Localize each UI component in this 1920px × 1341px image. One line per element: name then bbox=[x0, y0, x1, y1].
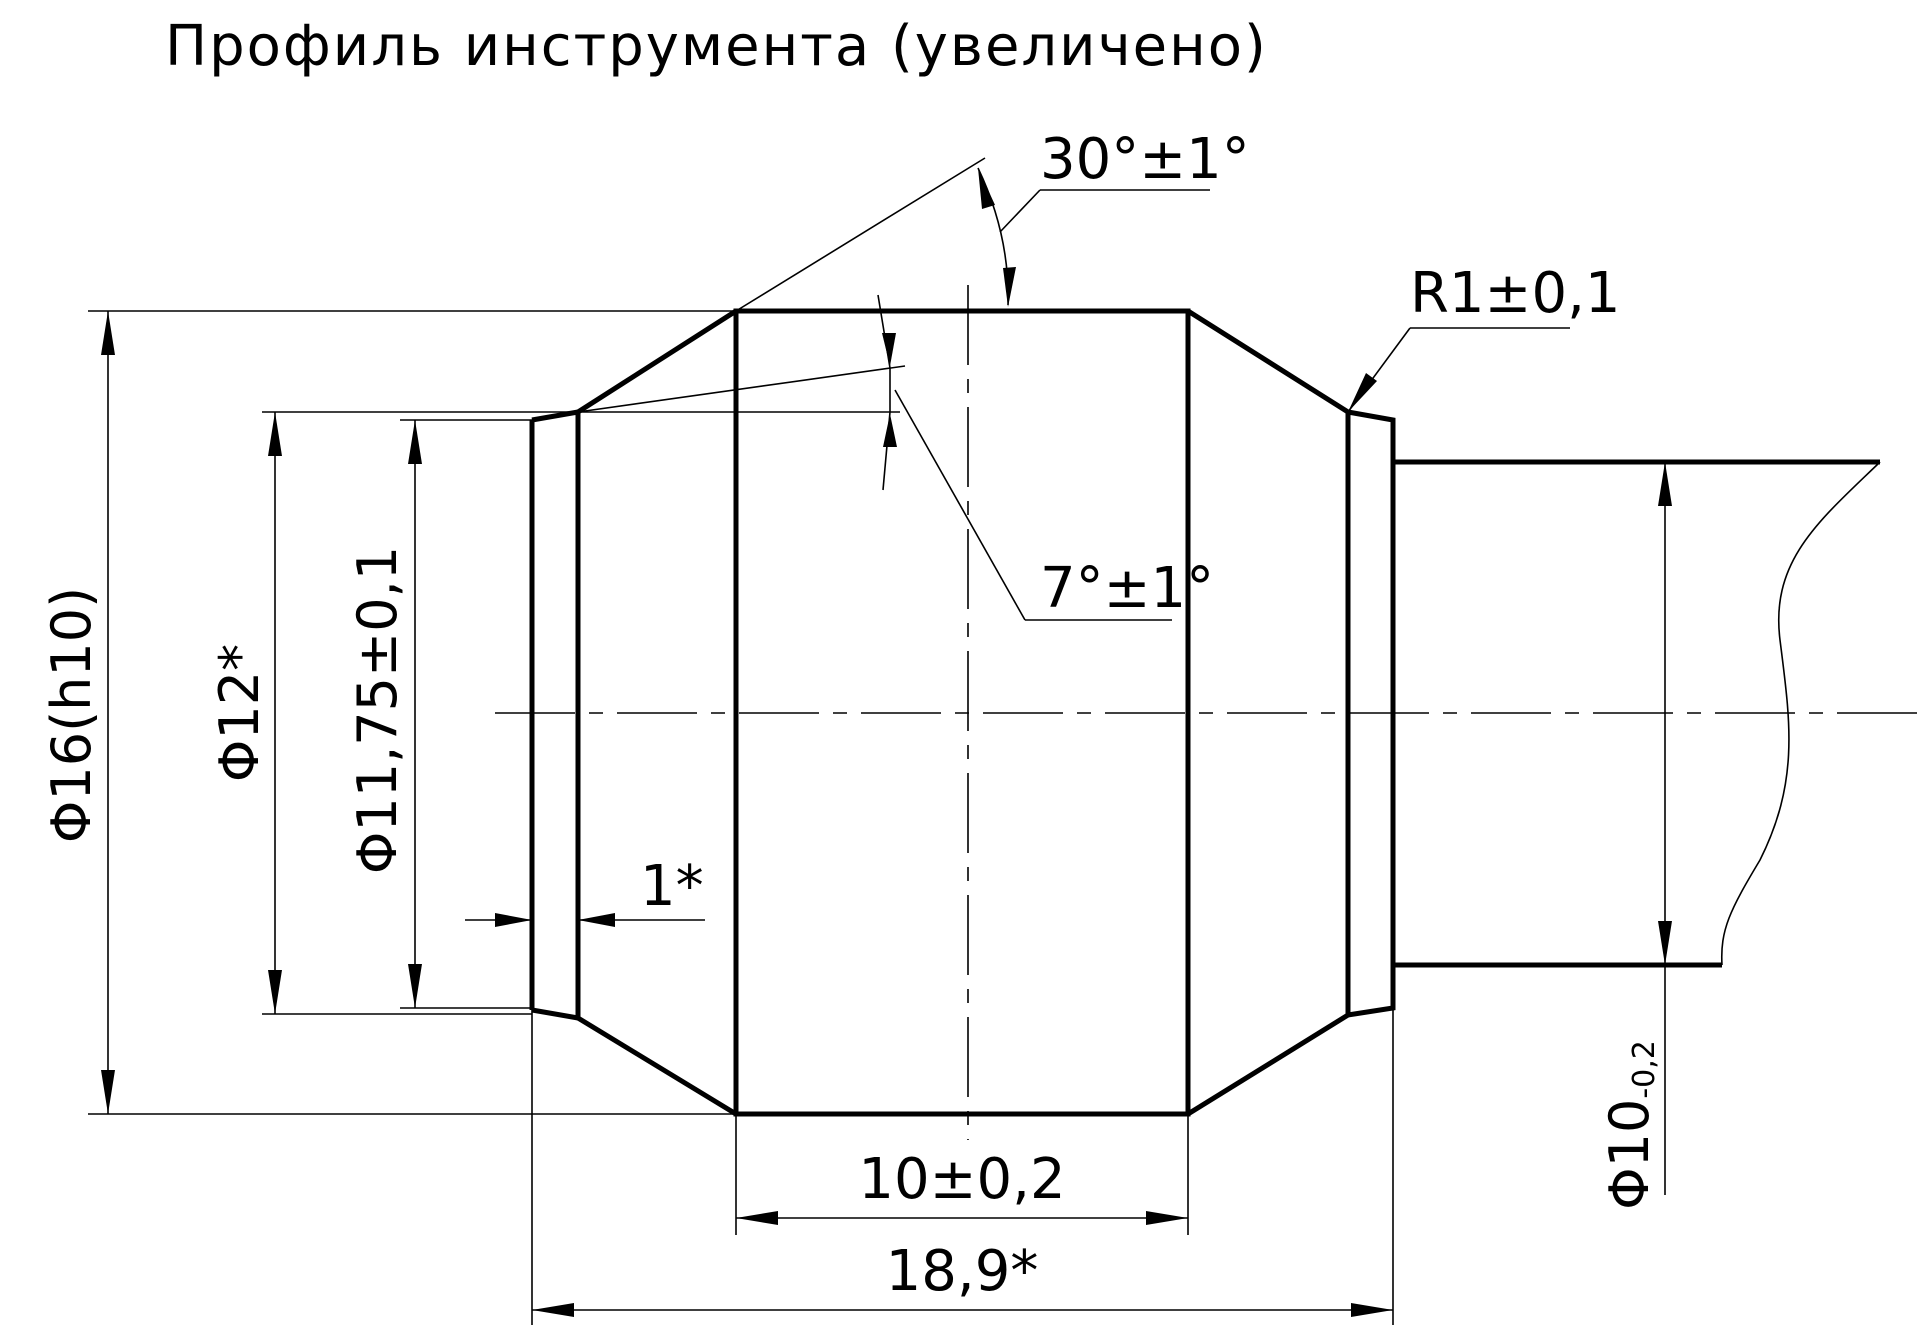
dim-radius: R1±0,1 bbox=[1347, 261, 1621, 413]
dim-angle-7-label: 7°±1° bbox=[1040, 556, 1214, 621]
dim-width-1-label: 1* bbox=[640, 854, 704, 919]
dim-dia-11-75-label: Φ11,75±0,1 bbox=[346, 546, 409, 874]
dim-dia-16-label: Φ16(h10) bbox=[40, 587, 103, 843]
dim-length-18-9: 18,9* bbox=[532, 1239, 1393, 1317]
dim-dia-12-label: Φ12* bbox=[208, 644, 271, 782]
dim-dia-10: Φ10-0,2 bbox=[1598, 462, 1672, 1210]
dim-length-18-9-label: 18,9* bbox=[886, 1239, 1039, 1304]
dim-angle-30-label: 30°±1° bbox=[1040, 127, 1250, 192]
break-line bbox=[1720, 461, 1881, 966]
dim-radius-label: R1±0,1 bbox=[1410, 261, 1621, 326]
dim-dia-12: Φ12* bbox=[208, 412, 282, 1014]
drawing-title: Профиль инструмента (увеличено) bbox=[165, 14, 1268, 79]
dim-dia-11-75: Φ11,75±0,1 bbox=[346, 420, 422, 1008]
dim-length-10: 10±0,2 bbox=[736, 1147, 1188, 1225]
dim-dia-16: Φ16(h10) bbox=[40, 311, 115, 1114]
dim-width-1: 1* bbox=[465, 854, 705, 927]
dim-dia-10-label: Φ10-0,2 bbox=[1598, 1040, 1662, 1210]
dim-angle-7: 7°±1° bbox=[877, 294, 1214, 621]
dim-angle-30: 30°±1° bbox=[977, 127, 1250, 307]
dim-length-10-label: 10±0,2 bbox=[858, 1147, 1065, 1212]
extension-lines bbox=[88, 157, 1665, 1325]
